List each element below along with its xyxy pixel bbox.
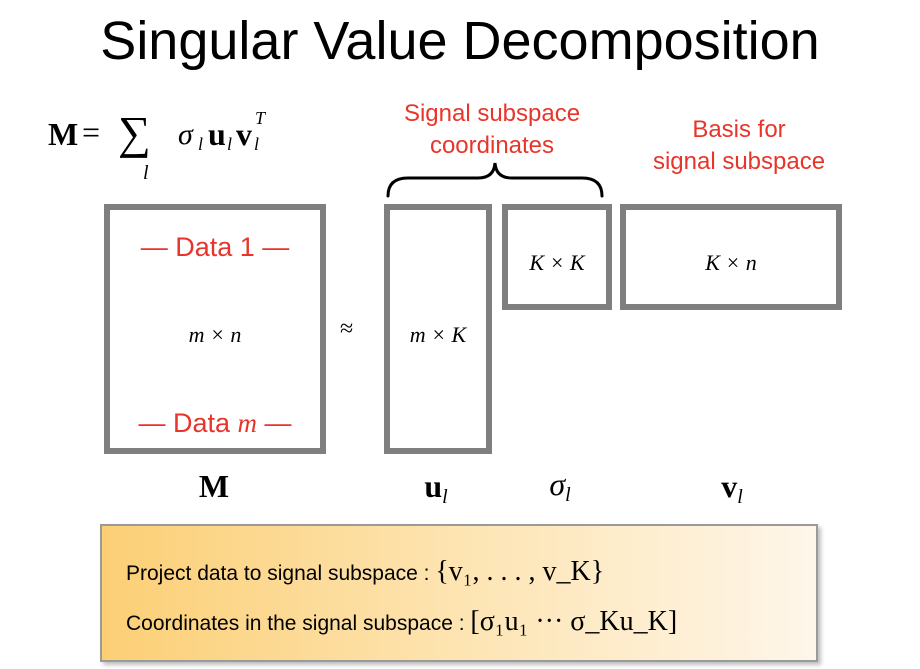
- data-row-1: — Data 1 —: [140, 232, 290, 262]
- matrix-u-dims: m × K: [409, 322, 467, 347]
- formula-sigma-sub: l: [198, 134, 204, 154]
- page-title: Singular Value Decomposition: [100, 11, 820, 71]
- formula-v: v: [236, 116, 252, 152]
- matrix-sigma-box: K × K: [502, 204, 612, 310]
- label-v-sub: l: [737, 486, 743, 508]
- curly-brace-icon: [386, 162, 604, 198]
- label-v-letter: v: [721, 468, 738, 504]
- matrix-v-dims: K × n: [705, 250, 757, 275]
- label-sigma-letter: σ: [549, 466, 566, 502]
- data-row-m-var: m: [237, 408, 258, 438]
- data-row-m-suffix: —: [257, 408, 292, 438]
- formula-sigma: σ: [178, 118, 193, 151]
- label-u-sub: l: [442, 486, 448, 508]
- coordinates-line: Coordinates in the signal subspace : [σ₁…: [126, 606, 677, 638]
- summary-box: Project data to signal subspace : {v₁, .…: [100, 524, 818, 662]
- project-text: Project data to signal subspace :: [126, 562, 436, 585]
- formula-u: u: [208, 116, 226, 152]
- formula-u-sub: l: [227, 134, 233, 154]
- matrix-m-dims: m × n: [188, 322, 242, 347]
- project-math: {v₁, . . . , v_K}: [435, 556, 605, 587]
- formula-lhs: M: [48, 116, 79, 152]
- sum-symbol: ∑: [118, 107, 151, 158]
- approx-symbol: ≈: [340, 316, 354, 342]
- formula-equals: =: [82, 114, 101, 150]
- label-v: vl: [702, 468, 762, 508]
- label-u-letter: u: [424, 468, 443, 504]
- matrix-m-box: — Data 1 — m × n — Data m —: [104, 204, 326, 454]
- formula-v-sub: l: [254, 134, 260, 154]
- matrix-u-box: m × K: [384, 204, 492, 454]
- basis-label: Basis for signal subspace: [652, 116, 826, 175]
- matrix-v-box: K × n: [620, 204, 842, 310]
- svd-formula: M = ∑ l σ l u l v l T: [48, 107, 348, 198]
- formula-v-sup: T: [255, 108, 266, 128]
- data-row-m-prefix: — Data: [138, 408, 238, 438]
- signal-coordinates-label: Signal subspace coordinates: [403, 100, 581, 159]
- label-sigma: σl: [530, 466, 590, 506]
- sum-index: l: [143, 162, 149, 184]
- label-m: M: [198, 468, 230, 504]
- label-u: ul: [406, 468, 466, 508]
- coordinates-math: [σ₁u₁ ··· σ_Ku_K]: [470, 606, 678, 637]
- data-row-m: — Data m —: [110, 408, 320, 439]
- matrix-sigma-dims: K × K: [529, 250, 585, 275]
- coordinates-text: Coordinates in the signal subspace :: [126, 612, 471, 635]
- project-line: Project data to signal subspace : {v₁, .…: [126, 556, 604, 588]
- label-sigma-sub: l: [565, 484, 571, 506]
